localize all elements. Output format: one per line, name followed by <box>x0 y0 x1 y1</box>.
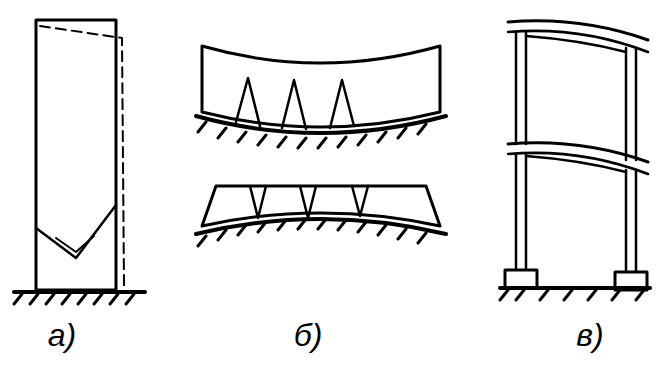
figure-label: в) <box>576 318 603 353</box>
tall-wall-figure <box>14 20 145 304</box>
sagging-block-figure <box>196 46 446 148</box>
hogging-block-figure <box>196 186 446 246</box>
figure-label: б) <box>294 318 323 353</box>
frame-figure <box>500 21 650 300</box>
figure-label: а) <box>48 318 76 353</box>
